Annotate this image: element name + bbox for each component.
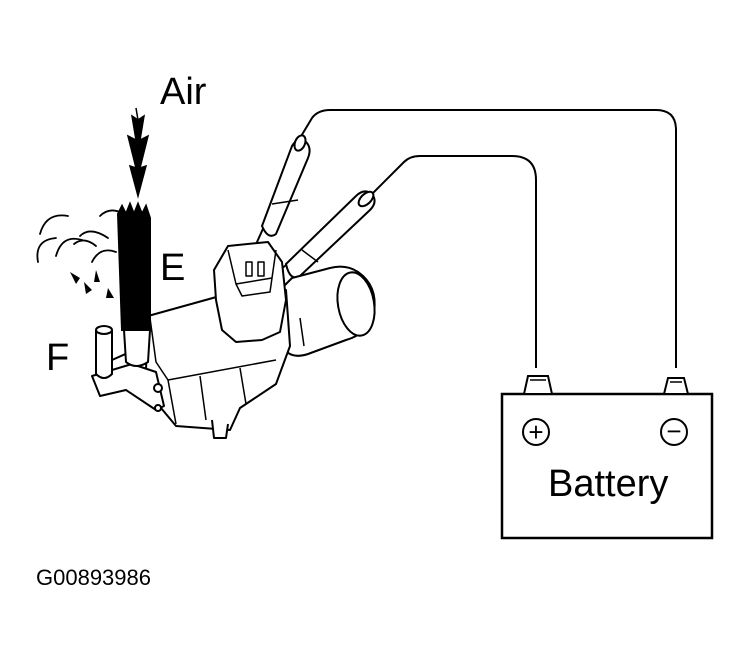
mounting-tab <box>211 419 229 439</box>
wiring <box>299 109 677 368</box>
battery-terminal-positive <box>522 375 554 395</box>
port-f-label: F <box>46 337 69 379</box>
air-puff-particles <box>70 270 114 298</box>
battery-terminal-negative <box>662 377 690 395</box>
battery-label: Battery <box>548 463 668 505</box>
battery-case <box>500 392 714 540</box>
test-probe-2 <box>253 190 376 291</box>
port-e-label: E <box>160 247 185 289</box>
port-f-nipple <box>95 330 113 379</box>
wire-positive <box>367 155 537 368</box>
positive-symbol: + <box>528 417 543 447</box>
positive-symbol-icon <box>522 418 550 446</box>
air-hose <box>116 201 151 331</box>
battery <box>500 375 714 540</box>
air-arrow <box>126 107 150 199</box>
wire-negative <box>299 109 677 368</box>
port-e-nipple <box>123 329 151 367</box>
vsv-valve <box>91 241 376 439</box>
air-puff <box>36 209 125 263</box>
figure-id: G00893986 <box>36 565 151 590</box>
negative-symbol-icon <box>660 418 688 446</box>
negative-symbol: − <box>666 416 681 446</box>
air-label: Air <box>160 71 207 113</box>
